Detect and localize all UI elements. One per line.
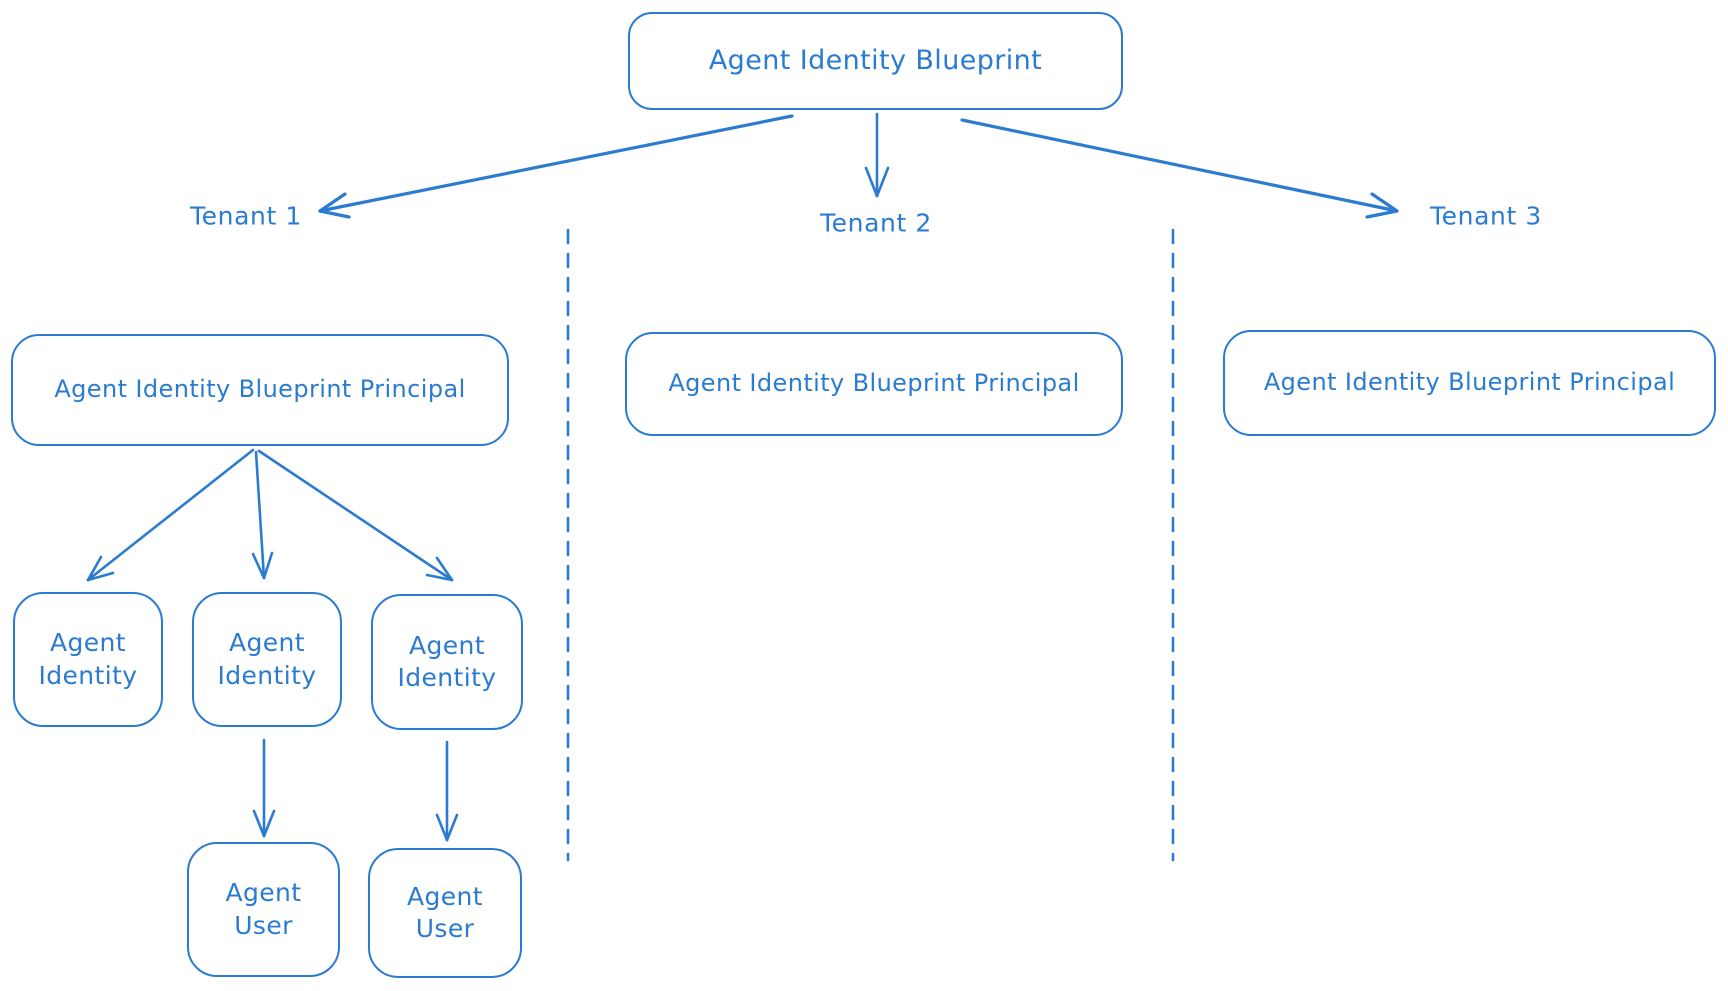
tenant-2-label: Tenant 2 — [820, 208, 932, 238]
node-agent-user-1: Agent User — [187, 842, 340, 977]
node-label-line2: User — [415, 914, 475, 943]
arrow-root-to-tenant3 — [960, 118, 1399, 219]
arrow-root-to-tenant1 — [318, 114, 794, 219]
node-label-line2: User — [234, 910, 293, 940]
tenant-3-label: Tenant 3 — [1430, 201, 1542, 231]
node-agent-identity-3: Agent Identity — [371, 594, 523, 730]
arrow-principal1-to-identity1 — [86, 448, 255, 582]
arrow-principal1-to-identity2 — [251, 450, 274, 580]
node-label: Agent Identity Blueprint Principal — [1263, 368, 1676, 397]
node-label-line2: Identity — [397, 663, 497, 692]
node-label: Agent Identity Blueprint Principal — [668, 369, 1080, 398]
node-label: Agent Identity Blueprint Principal — [54, 375, 466, 404]
node-label-line2: Identity — [217, 660, 317, 690]
node-agent-identity-blueprint: Agent Identity Blueprint — [628, 12, 1123, 110]
node-principal-tenant1: Agent Identity Blueprint Principal — [11, 334, 509, 446]
node-agent-identity-2: Agent Identity — [192, 592, 342, 727]
arrow-root-to-tenant2 — [864, 112, 890, 198]
node-label-line1: Agent — [225, 878, 302, 907]
node-label-line1: Agent — [407, 881, 483, 911]
node-label-line2: Identity — [38, 660, 138, 690]
node-label-line1: Agent — [229, 628, 305, 657]
node-label-line1: Agent — [409, 630, 485, 660]
node-label-line1: Agent — [50, 628, 126, 657]
node-principal-tenant3: Agent Identity Blueprint Principal — [1223, 330, 1716, 436]
arrow-identity2-to-user1 — [252, 738, 276, 838]
arrow-identity3-to-user2 — [435, 740, 459, 842]
node-label: Agent Identity Blueprint — [708, 45, 1043, 77]
node-principal-tenant2: Agent Identity Blueprint Principal — [625, 332, 1123, 436]
node-agent-identity-1: Agent Identity — [13, 592, 163, 727]
tenant-1-label: Tenant 1 — [190, 201, 302, 231]
node-agent-user-2: Agent User — [368, 848, 522, 978]
arrow-principal1-to-identity3 — [257, 449, 454, 582]
